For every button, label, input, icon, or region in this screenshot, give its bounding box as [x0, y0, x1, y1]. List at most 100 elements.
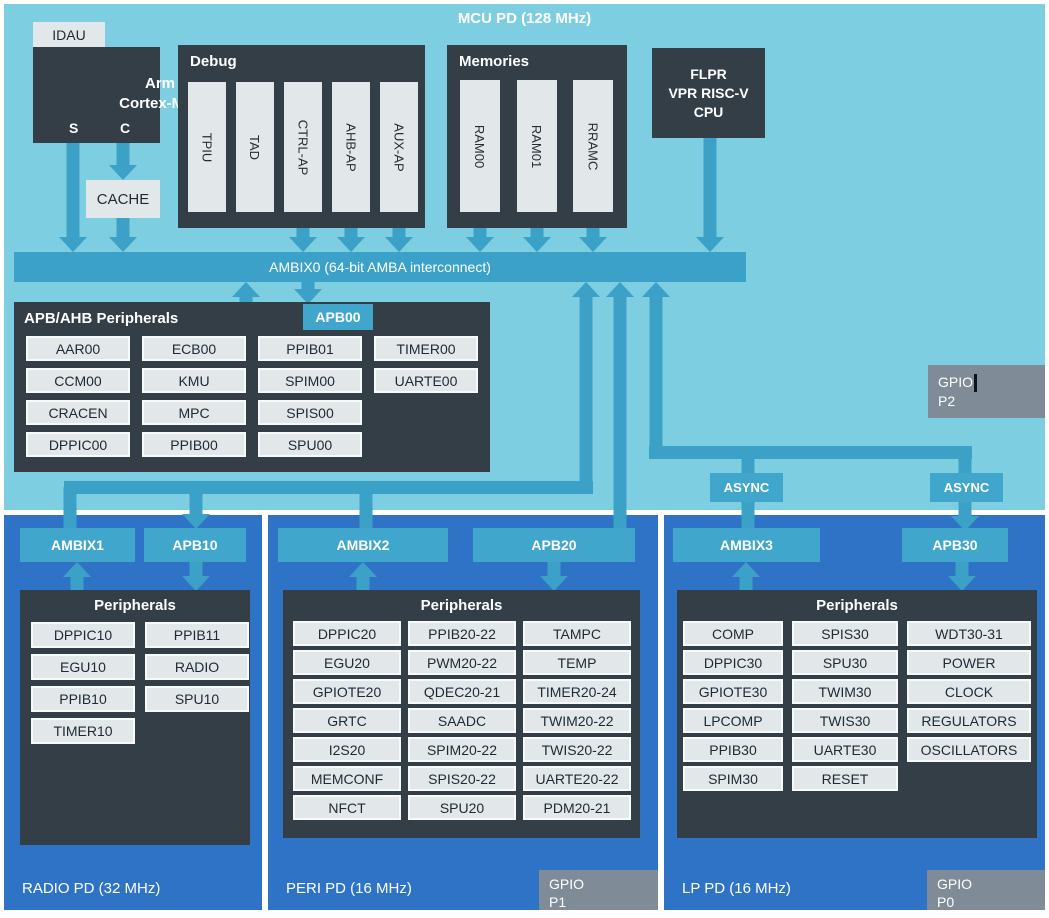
ambix0-interconnect-bar: AMBIX0 (64-bit AMBA interconnect) [14, 252, 746, 282]
peripheral-cell: DPPIC30 [683, 650, 783, 675]
peripheral-cell: NFCT [293, 795, 401, 820]
apb00-bridge-tab: APB00 [303, 304, 373, 330]
gpio-p0-line1: GPIO [937, 876, 973, 892]
radio-peripherals-label: Peripherals [94, 597, 176, 614]
peripheral-cell: TWIM30 [792, 679, 898, 704]
peripheral-cell: DPPIC20 [293, 621, 401, 646]
arrow-lp-periph-to-ambix3 [732, 562, 760, 591]
lp-peripherals-block: Peripherals COMP SPIS30 WDT30-31 DPPIC30… [677, 590, 1037, 838]
peripheral-cell: CRACEN [26, 400, 130, 425]
peripheral-cell: LPCOMP [683, 708, 783, 733]
flpr-line2: VPR RISC-V [668, 84, 749, 101]
cache-block: CACHE [86, 180, 160, 218]
peripheral-cell: PPIB20-22 [408, 621, 516, 646]
gpio-p1-line1: GPIO [549, 876, 585, 892]
peripheral-cell: MPC [142, 400, 246, 425]
debug-port-tad: TAD [236, 82, 274, 212]
lp-pd-contents: AMBIX3 APB30 Peripherals COMP SPIS30 WDT… [664, 515, 1045, 910]
arrow-ambix0-to-apb00 [294, 282, 322, 304]
arrow-flpr-to-ambix0 [696, 138, 724, 252]
ambix3-interconnect: AMBIX3 [673, 528, 820, 562]
memories-label: Memories [459, 53, 530, 70]
bus-ambix0-apb20 [606, 282, 634, 528]
peripheral-cell: EGU10 [31, 654, 135, 680]
peripheral-cell: SAADC [408, 708, 516, 733]
arrow-peri-periph-to-ambix2 [349, 562, 377, 591]
peripheral-cell: ECB00 [142, 336, 246, 361]
peripheral-cell: KMU [142, 368, 246, 393]
ambix1-interconnect: AMBIX1 [20, 528, 135, 562]
peripheral-cell: OSCILLATORS [907, 737, 1031, 762]
gpio-p1-block: GPIO P1 [539, 870, 658, 910]
apb-ahb-label: APB/AHB Peripherals [24, 310, 179, 327]
peripheral-cell: SPIM00 [258, 368, 362, 393]
memory-ram00: RAM00 [460, 80, 500, 212]
peripheral-cell: TAMPC [523, 621, 631, 646]
peripheral-cell: SPU00 [258, 432, 362, 457]
apb30-bridge: APB30 [902, 528, 1008, 562]
peripheral-cell: RESET [792, 766, 898, 791]
peripheral-cell: SPU10 [145, 686, 249, 712]
peripheral-cell: RADIO [145, 654, 249, 680]
peripheral-cell: SPIS30 [792, 621, 898, 646]
arrow-apb30-to-periph [948, 562, 976, 591]
peripheral-cell: SPIM20-22 [408, 737, 516, 762]
mcu-pd-title: MCU PD (128 MHz) [457, 10, 592, 27]
lp-peripherals-label: Peripherals [816, 597, 898, 614]
text-cursor [974, 374, 978, 393]
peripheral-cell: I2S20 [293, 737, 401, 762]
peripheral-cell: SPIS20-22 [408, 766, 516, 791]
peripheral-cell: MEMCONF [293, 766, 401, 791]
peri-peripherals-block: Peripherals DPPIC20 PPIB20-22 TAMPC EGU2… [283, 590, 640, 838]
peripheral-cell: REGULATORS [907, 708, 1031, 733]
arrow-cache-to-ambix0 [109, 218, 137, 252]
debug-port-tpiu: TPIU [188, 82, 226, 212]
arrow-apb10-to-periph [182, 562, 210, 591]
debug-port-ahbap: AHB-AP [332, 82, 370, 212]
peripheral-cell: CCM00 [26, 368, 130, 393]
peripheral-cell: SPIS00 [258, 400, 362, 425]
peripheral-cell: TWIS20-22 [523, 737, 631, 762]
peri-pd-label: PERI PD (16 MHz) [286, 880, 412, 897]
peripheral-cell: POWER [907, 650, 1031, 675]
peripheral-cell: SPU30 [792, 650, 898, 675]
radio-pd-label: RADIO PD (32 MHz) [22, 880, 161, 897]
gpio-p0-block: GPIO P0 [927, 870, 1045, 910]
async-bridge-right: ASYNC [930, 473, 1003, 502]
peripheral-cell: TIMER10 [31, 718, 135, 744]
peripheral-cell: CLOCK [907, 679, 1031, 704]
radio-peripheral-grid: DPPIC10 PPIB11 EGU10 RADIO PPIB10 SPU10 … [31, 622, 249, 744]
radio-peripherals-block: Peripherals DPPIC10 PPIB11 EGU10 RADIO P… [20, 590, 250, 845]
debug-label: Debug [190, 53, 237, 70]
peripheral-cell: TWIM20-22 [523, 708, 631, 733]
peri-peripherals-label: Peripherals [420, 597, 503, 614]
arrow-cpu-s-to-ambix0 [59, 143, 87, 252]
ambix2-interconnect: AMBIX2 [278, 528, 448, 562]
peripheral-cell: PPIB01 [258, 336, 362, 361]
arrow-radio-periph-to-ambix1 [63, 562, 91, 591]
apb-ahb-peripheral-grid: AAR00 ECB00 PPIB01 TIMER00 CCM00 KMU SPI… [26, 336, 478, 457]
cpu-name-line1: Arm [144, 75, 175, 92]
peripheral-cell: TIMER00 [374, 336, 478, 361]
peripheral-cell: TWIS30 [792, 708, 898, 733]
lp-pd-label: LP PD (16 MHz) [682, 880, 791, 897]
peripheral-cell: DPPIC10 [31, 622, 135, 648]
arrow-apb20-to-periph [540, 562, 568, 591]
gpio-p1-line2: P1 [549, 894, 567, 910]
flpr-line1: FLPR [690, 65, 727, 82]
peripheral-cell: GRTC [293, 708, 401, 733]
bus-ambix0-radio-peri [63, 282, 600, 529]
flpr-cpu-block: FLPR VPR RISC-V CPU [652, 48, 765, 138]
peripheral-cell: DPPIC00 [26, 432, 130, 457]
peripheral-cell: PDM20-21 [523, 795, 631, 820]
arrow-apbahb-to-ambix0 [232, 282, 260, 303]
peripheral-cell: QDEC20-21 [408, 679, 516, 704]
debug-port-auxap: AUX-AP [380, 82, 418, 212]
peripheral-cell: GPIOTE30 [683, 679, 783, 704]
debug-block: Debug TPIU TAD CTRL-AP AHB-AP AUX-AP [178, 45, 425, 228]
peripheral-cell: SPU20 [408, 795, 516, 820]
peripheral-cell: PPIB11 [145, 622, 249, 648]
cpu-code-port-label: C [120, 120, 131, 136]
cpu-block: Arm Cortex-M33 S C [33, 47, 201, 143]
